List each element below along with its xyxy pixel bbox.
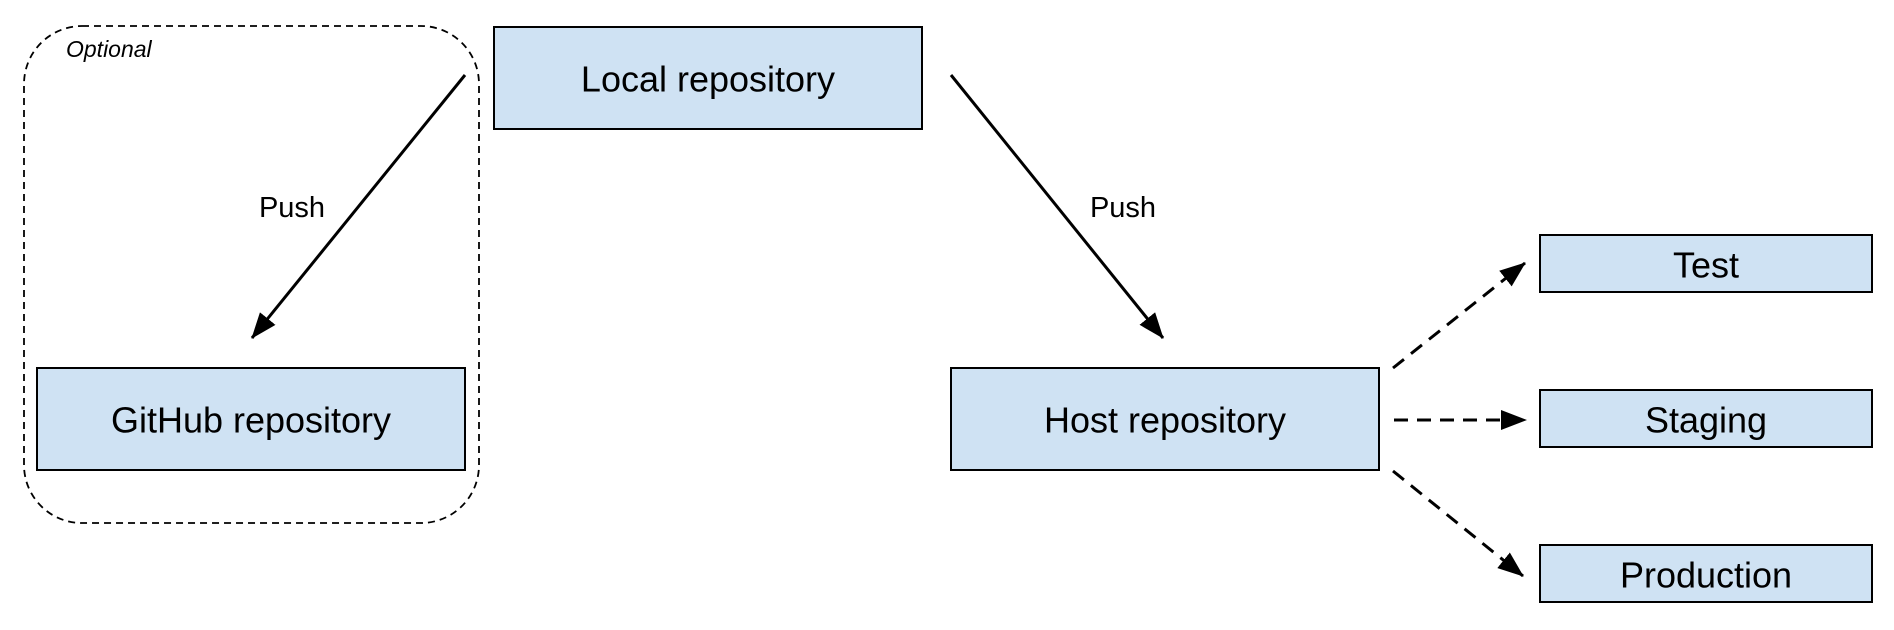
local-repository-label: Local repository — [581, 59, 835, 100]
production-box — [1539, 544, 1873, 603]
optional-group-label: Optional — [66, 36, 153, 62]
deploy-edges — [1392, 261, 1527, 578]
edge-local-to-host: Push — [949, 74, 1165, 339]
local-repository-box — [493, 26, 923, 130]
edge-local-to-github: Push — [250, 74, 467, 339]
push-arrow-to-github — [250, 74, 467, 339]
test-label: Test — [1673, 245, 1739, 286]
staging-label: Staging — [1645, 400, 1767, 441]
deploy-arrow-to-test — [1392, 261, 1526, 370]
staging-box — [1539, 389, 1873, 448]
node-test: Test — [1539, 234, 1873, 293]
node-github-repository: GitHub repository — [36, 367, 466, 471]
node-production: Production — [1539, 544, 1873, 603]
optional-group-frame — [23, 25, 480, 524]
host-repository-label: Host repository — [1044, 400, 1286, 441]
push-label-github: Push — [259, 192, 325, 224]
host-repository-box — [950, 367, 1380, 471]
node-local-repository: Local repository — [493, 26, 923, 130]
optional-group: Optional — [23, 25, 480, 524]
production-label: Production — [1620, 555, 1792, 596]
node-staging: Staging — [1539, 389, 1873, 448]
node-host-repository: Host repository — [950, 367, 1380, 471]
push-arrow-to-host — [949, 74, 1165, 339]
deploy-arrow-to-production — [1392, 469, 1524, 578]
github-repository-label: GitHub repository — [111, 400, 391, 441]
test-box — [1539, 234, 1873, 293]
push-label-host: Push — [1090, 192, 1156, 224]
github-repository-box — [36, 367, 466, 471]
